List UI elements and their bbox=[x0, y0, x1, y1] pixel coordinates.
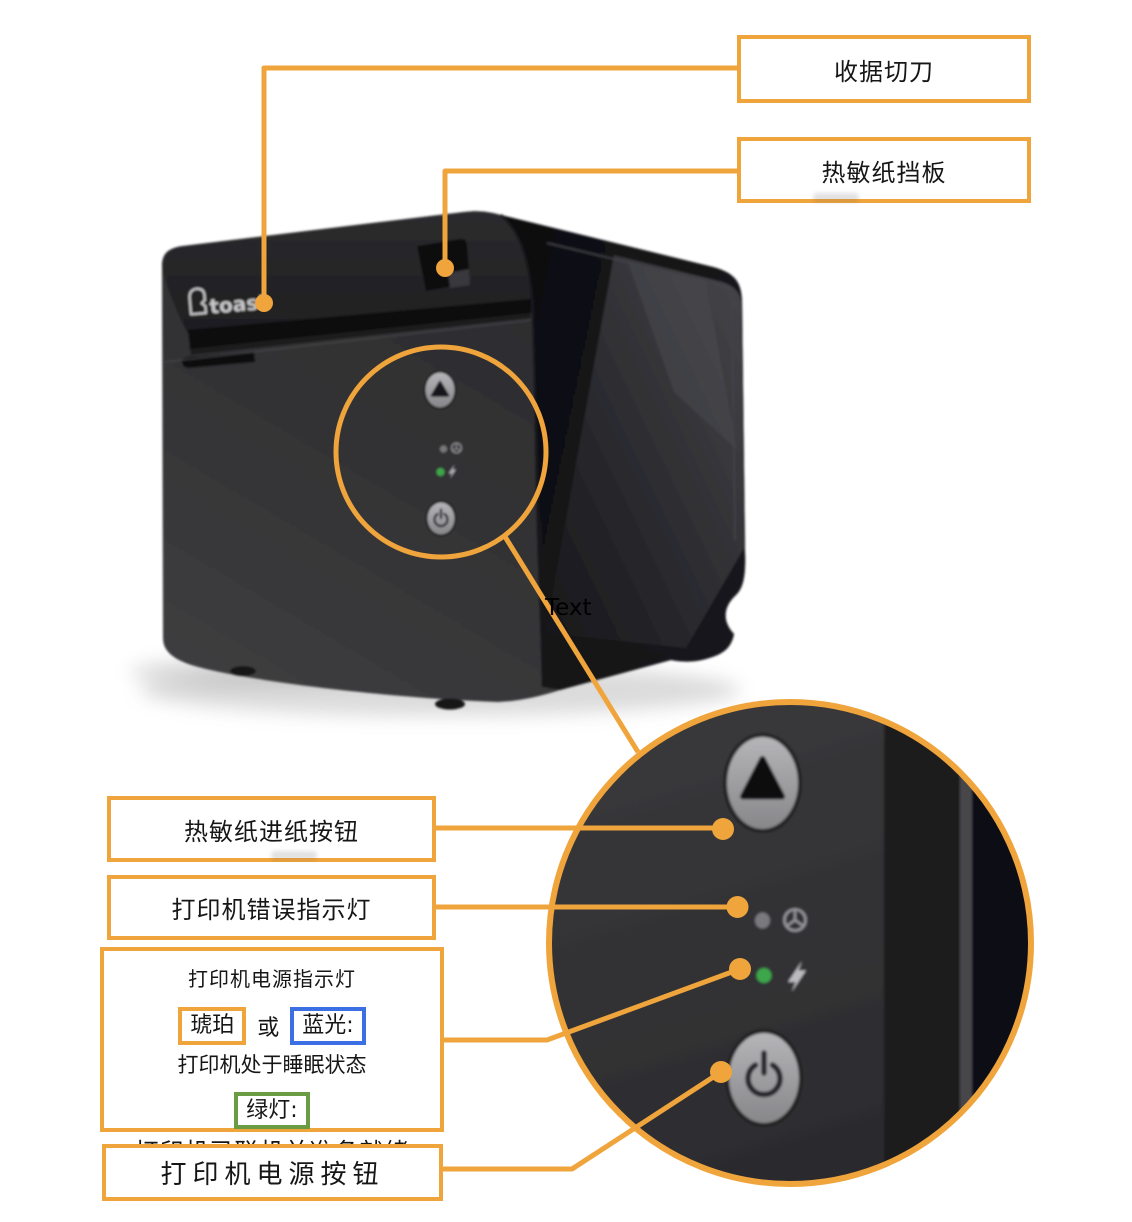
feed-triangle-icon-large bbox=[740, 756, 785, 800]
erased-text-remnant bbox=[813, 193, 859, 202]
lightning-icon-small bbox=[448, 464, 456, 479]
leader-line-power-light bbox=[442, 966, 741, 1043]
leader-dot-error-light bbox=[726, 896, 749, 918]
printer-foot bbox=[638, 651, 662, 661]
erased-text-remnant bbox=[271, 851, 317, 860]
printer-lid bbox=[162, 211, 533, 334]
lid-crease bbox=[163, 319, 532, 363]
control-panel-small bbox=[423, 370, 463, 537]
magnifier-content bbox=[550, 703, 1030, 1183]
side-inset-line bbox=[546, 242, 736, 541]
label-receipt-cutter-text: 收据切刀 bbox=[834, 57, 934, 86]
leader-dot-feed-button bbox=[712, 818, 734, 840]
front-side-seam bbox=[500, 214, 545, 688]
label-power-button: 打印机电源按钮 bbox=[102, 1144, 443, 1201]
power-box-color-row: 琥珀 或 蓝光: bbox=[178, 1007, 366, 1045]
power-box-title: 打印机电源指示灯 bbox=[188, 967, 356, 991]
paper-cutter-icon-small bbox=[450, 442, 463, 454]
feed-triangle-icon-small bbox=[430, 380, 450, 397]
leader-line-paper-guard bbox=[442, 168, 739, 265]
power-led-small bbox=[436, 468, 445, 476]
paper-cutter-icon-large bbox=[783, 908, 807, 932]
paper-guard-sliver bbox=[448, 269, 470, 288]
leader-dot-paper-guard bbox=[436, 259, 454, 277]
label-power-button-text: 打印机电源按钮 bbox=[160, 1160, 385, 1190]
magnifier-ring bbox=[546, 699, 1034, 1187]
label-receipt-cutter: 收据切刀 bbox=[737, 35, 1031, 103]
magnifier bbox=[434, 699, 1034, 1187]
amber-chip: 琥珀 bbox=[178, 1007, 247, 1045]
label-feed-button-text: 热敏纸进纸按钮 bbox=[184, 817, 359, 846]
label-error-light-text: 打印机错误指示灯 bbox=[171, 896, 372, 924]
leader-dot-power-button bbox=[710, 1061, 732, 1083]
leader-line-power-button bbox=[441, 1069, 723, 1172]
toast-icon bbox=[188, 287, 208, 316]
lightning-icon-large bbox=[788, 961, 806, 992]
error-led-large bbox=[755, 912, 770, 929]
leader-dot-power-light bbox=[729, 958, 751, 980]
sleep-state-text: 打印机处于睡眠状态 bbox=[177, 1052, 367, 1077]
stray-text-artifact: Text bbox=[545, 595, 592, 621]
label-paper-guard: 热敏纸挡板 bbox=[737, 137, 1031, 203]
green-chip: 绿灯: bbox=[234, 1091, 310, 1129]
power-button-large-face bbox=[729, 1033, 799, 1123]
magnified-edge-highlight bbox=[960, 703, 972, 1183]
magnified-side-dark bbox=[972, 703, 1030, 1183]
top-leader-lines bbox=[261, 65, 739, 300]
side-reflection-streak bbox=[628, 262, 737, 450]
label-power-indicator-box: 打印机电源指示灯 琥珀 或 蓝光: 打印机处于睡眠状态 绿灯: 打印机已联机并准… bbox=[100, 947, 444, 1166]
label-error-light: 打印机错误指示灯 bbox=[107, 875, 436, 940]
printer-foot bbox=[230, 666, 256, 676]
error-led-small bbox=[439, 445, 448, 453]
paper-slot bbox=[188, 299, 531, 349]
power-led-large bbox=[756, 968, 772, 983]
paper-slot-shadow bbox=[190, 313, 531, 355]
power-icon-small bbox=[433, 508, 449, 528]
magnified-edge-band bbox=[884, 703, 960, 1183]
printer-foot bbox=[435, 698, 465, 710]
power-icon-large bbox=[745, 1050, 783, 1098]
blue-chip: 蓝光: bbox=[290, 1007, 366, 1045]
label-paper-guard-text: 热敏纸挡板 bbox=[821, 158, 947, 187]
paper-slot-left bbox=[181, 352, 255, 368]
leader-dot-receipt-cutter bbox=[255, 294, 273, 312]
power-box-green-row: 绿灯: bbox=[234, 1091, 310, 1129]
panel-highlight-ring bbox=[333, 344, 549, 560]
magnifier-connector-line bbox=[501, 533, 641, 754]
or-text: 或 bbox=[257, 1015, 280, 1041]
label-feed-button: 热敏纸进纸按钮 bbox=[107, 796, 436, 862]
printer-photo: toast bbox=[162, 211, 746, 710]
leader-line-receipt-cutter bbox=[261, 65, 739, 300]
